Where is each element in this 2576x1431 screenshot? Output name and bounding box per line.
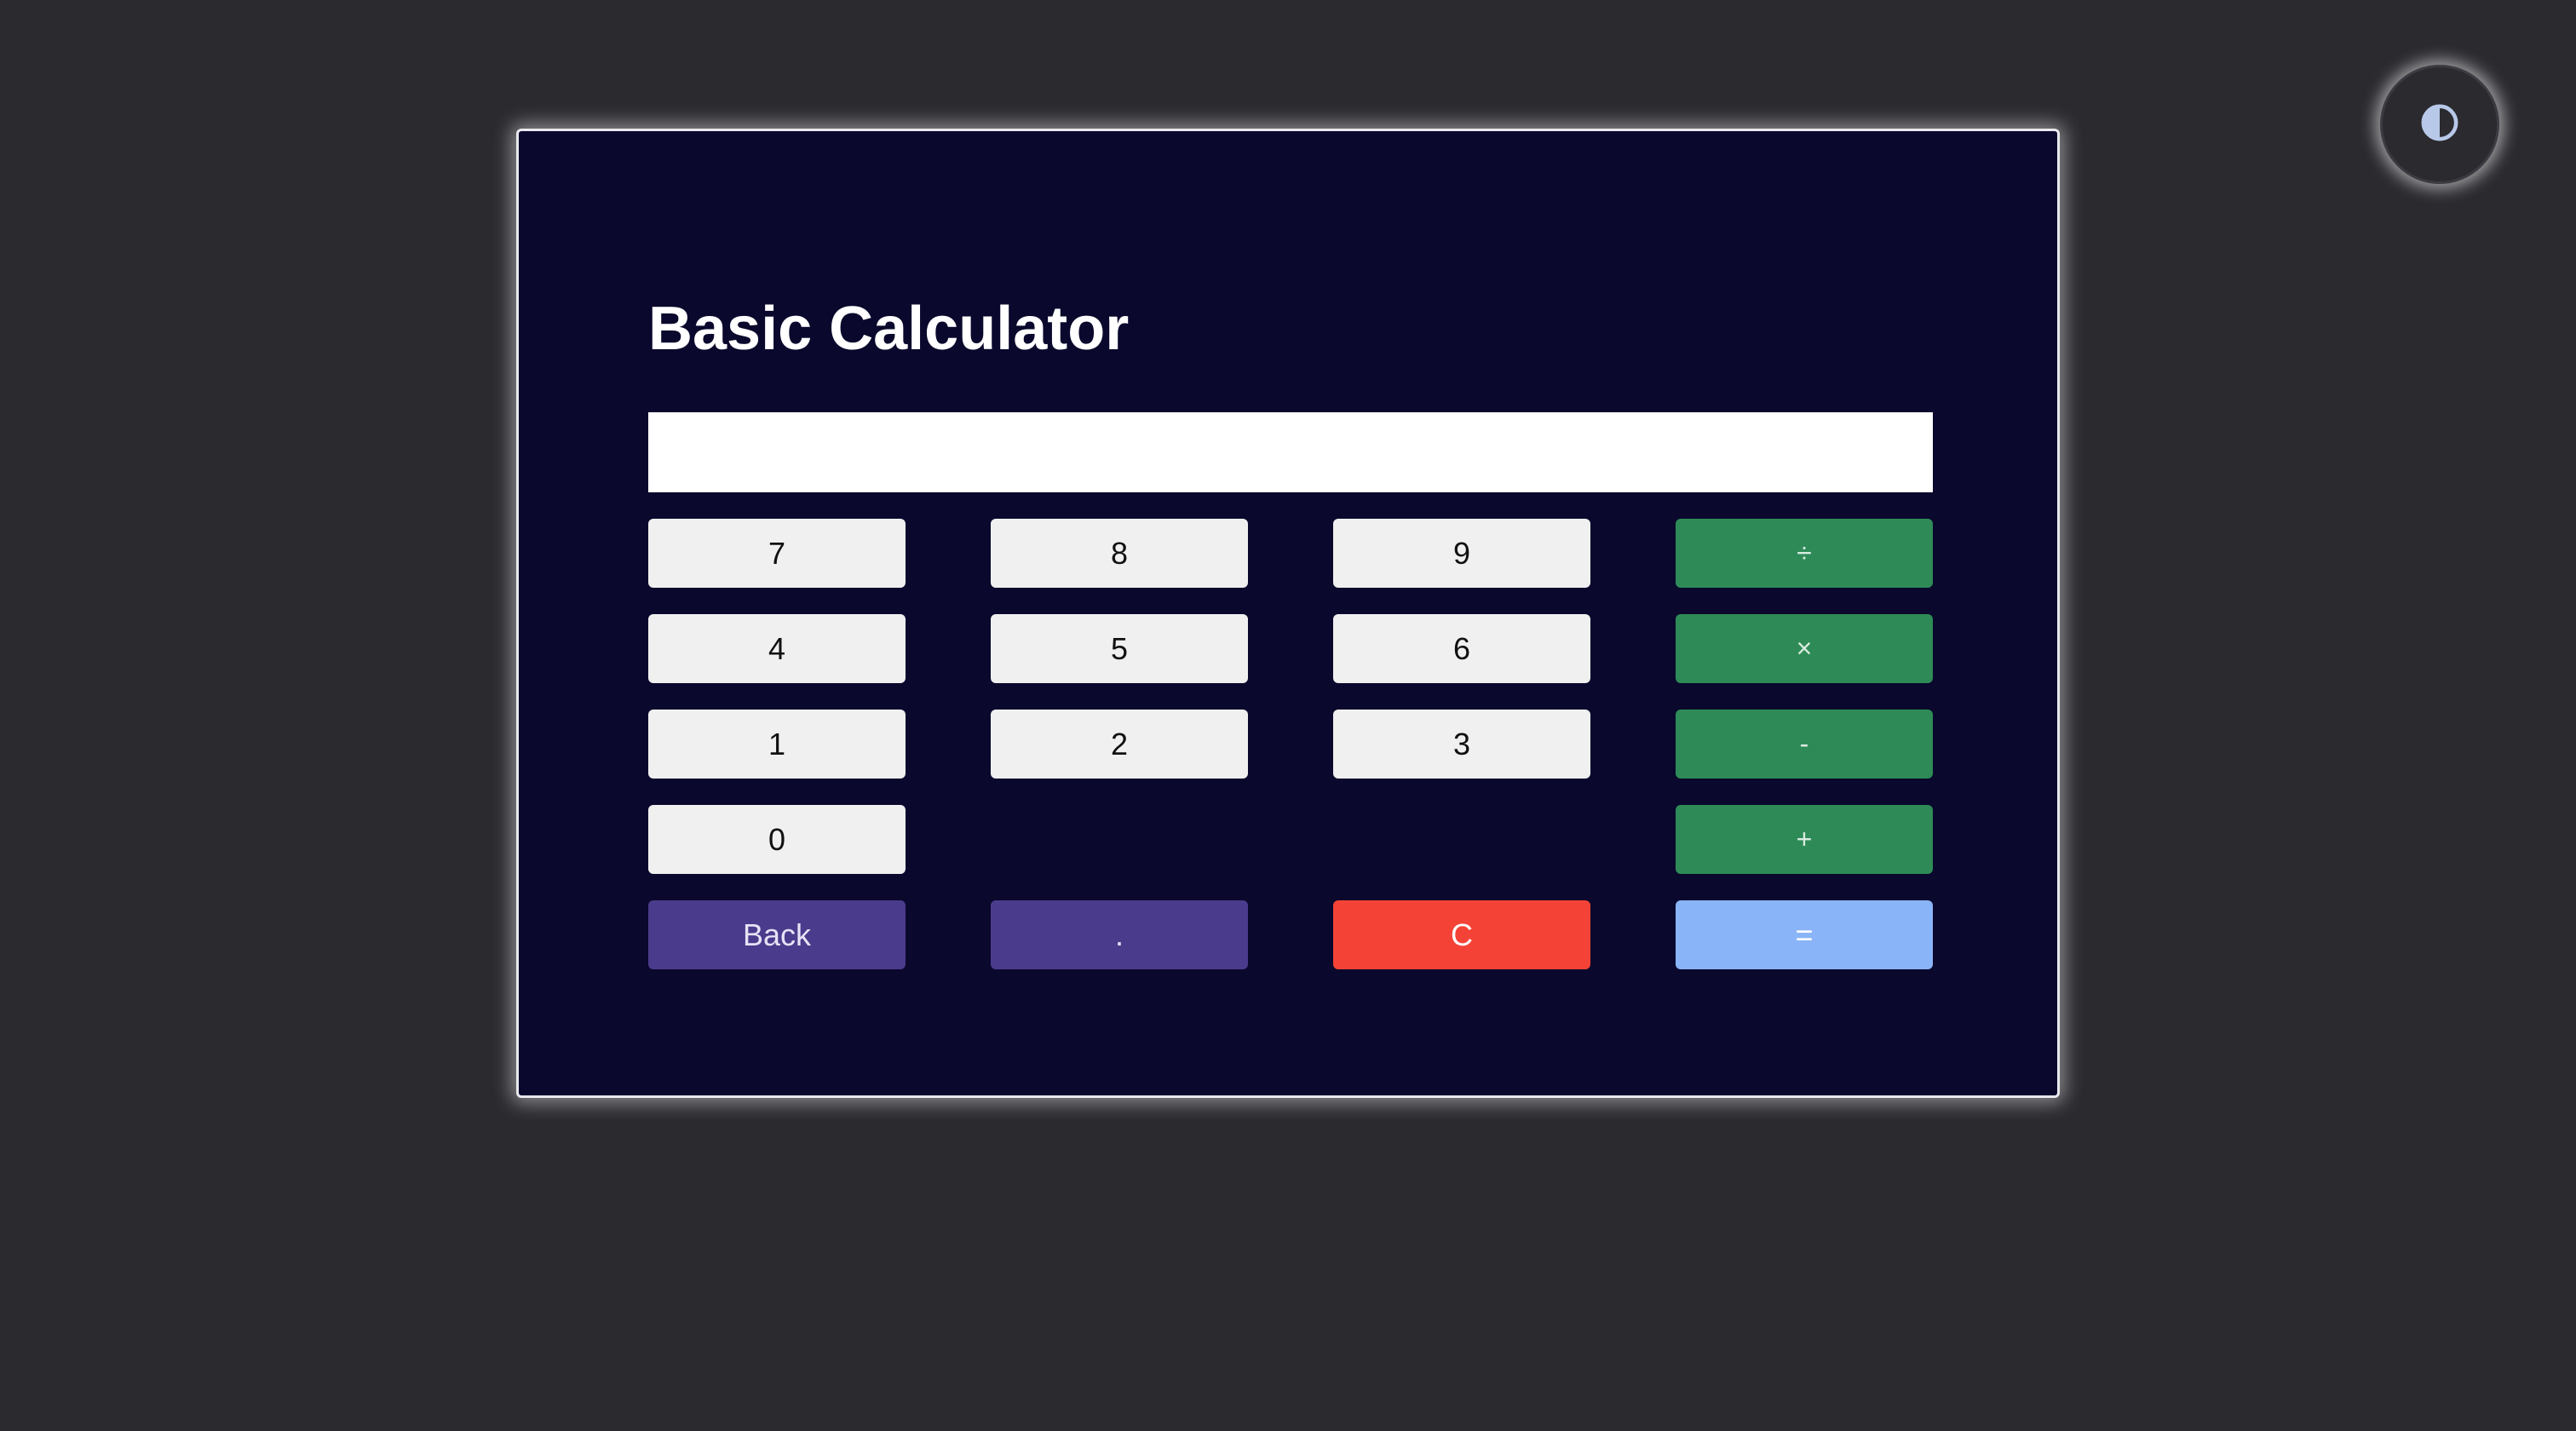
back-button[interactable]: Back [648, 900, 906, 969]
subtract-button[interactable]: - [1676, 710, 1933, 779]
key-0[interactable]: 0 [648, 805, 906, 874]
calculator-display[interactable] [648, 412, 1933, 492]
key-6[interactable]: 6 [1333, 614, 1590, 683]
theme-toggle-button[interactable] [2380, 65, 2499, 184]
key-9[interactable]: 9 [1333, 519, 1590, 588]
multiply-button[interactable]: × [1676, 614, 1933, 683]
key-4[interactable]: 4 [648, 614, 906, 683]
key-2[interactable]: 2 [991, 710, 1248, 779]
decimal-button[interactable]: . [991, 900, 1248, 969]
key-3[interactable]: 3 [1333, 710, 1590, 779]
equals-button[interactable]: = [1676, 900, 1933, 969]
calculator-title: Basic Calculator [648, 295, 1130, 363]
add-button[interactable]: + [1676, 805, 1933, 874]
key-1[interactable]: 1 [648, 710, 906, 779]
key-8[interactable]: 8 [991, 519, 1248, 588]
key-5[interactable]: 5 [991, 614, 1248, 683]
divide-button[interactable]: ÷ [1676, 519, 1933, 588]
key-7[interactable]: 7 [648, 519, 906, 588]
calculator-panel: Basic Calculator 7 8 9 ÷ 4 5 6 × 1 2 3 -… [516, 129, 2060, 1098]
contrast-icon [2420, 103, 2459, 147]
clear-button[interactable]: C [1333, 900, 1590, 969]
